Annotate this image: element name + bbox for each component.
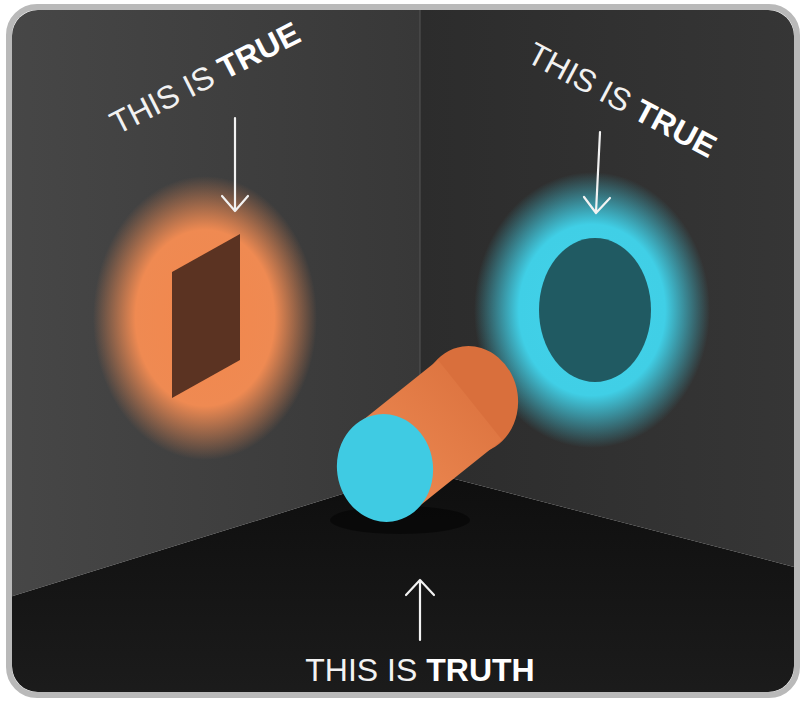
- caption-emphasis: TRUTH: [426, 652, 534, 688]
- frame-border: [9, 7, 797, 695]
- caption-text: THIS IS: [305, 652, 417, 688]
- cylinder-face: [330, 408, 440, 528]
- circle-shadow: [539, 238, 651, 382]
- rectangle-shadow: [172, 234, 240, 398]
- caption-group: THIS ISTRUTH: [305, 654, 534, 686]
- leader-arrow: [222, 118, 248, 211]
- leader-arrow: [406, 580, 434, 640]
- leader-arrow: [584, 132, 610, 213]
- orange-glow: [93, 176, 317, 460]
